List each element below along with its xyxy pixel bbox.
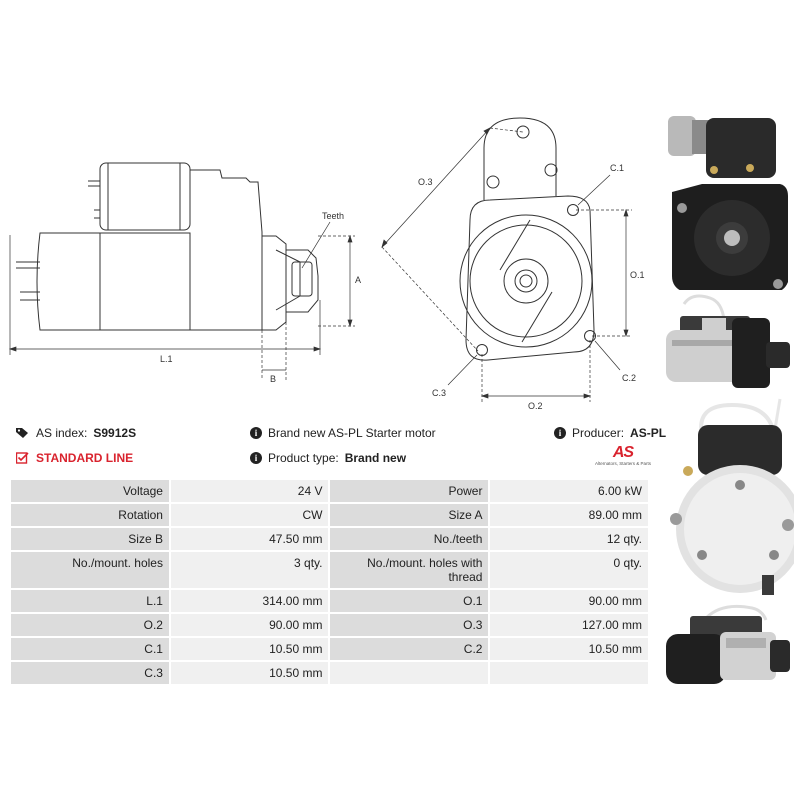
label-c1: C.1 — [610, 163, 624, 173]
info-icon: i — [250, 427, 262, 439]
spec-value: 0 qty. — [490, 552, 648, 588]
table-row: L.1 314.00 mm O.1 90.00 mm — [11, 590, 648, 612]
product-photo-side — [662, 290, 794, 398]
spec-value: 3 qty. — [170, 552, 329, 588]
product-photo-side-2 — [662, 598, 794, 690]
spec-value: 127.00 mm — [490, 614, 648, 636]
spec-value: 10.50 mm — [170, 662, 329, 684]
spec-label: Power — [330, 480, 489, 502]
spec-label-empty — [330, 662, 489, 684]
label-o2: O.2 — [528, 401, 543, 411]
product-photo-rear — [662, 395, 794, 607]
spec-label: C.2 — [330, 638, 489, 660]
spec-label: O.3 — [330, 614, 489, 636]
as-index-value: S9912S — [93, 426, 137, 440]
spec-value: 6.00 kW — [490, 480, 648, 502]
producer: i Producer: AS-PL — [554, 426, 666, 440]
product-type-value: Brand new — [344, 451, 407, 465]
spec-label: Size A — [330, 504, 489, 526]
spec-label: L.1 — [11, 590, 169, 612]
spec-value: 89.00 mm — [490, 504, 648, 526]
table-row: Voltage 24 V Power 6.00 kW — [11, 480, 648, 502]
spec-label: Rotation — [11, 504, 169, 526]
label-c3: C.3 — [432, 388, 446, 398]
spec-value: 10.50 mm — [170, 638, 329, 660]
spec-value: 314.00 mm — [170, 590, 329, 612]
spec-value: 90.00 mm — [490, 590, 648, 612]
logo-mark: AS — [612, 444, 634, 461]
spec-label: C.3 — [11, 662, 169, 684]
as-pl-logo: AS Alternators, Starters & Parts — [590, 445, 656, 471]
label-o1: O.1 — [630, 270, 645, 280]
label-c2: C.2 — [622, 373, 636, 383]
table-row: C.3 10.50 mm — [11, 662, 648, 684]
spec-label: No./teeth — [330, 528, 489, 550]
spec-value: 24 V — [170, 480, 329, 502]
table-row: O.2 90.00 mm O.3 127.00 mm — [11, 614, 648, 636]
spec-label: O.2 — [11, 614, 169, 636]
table-row: C.1 10.50 mm C.2 10.50 mm — [11, 638, 648, 660]
spec-table: Voltage 24 V Power 6.00 kW Rotation CW S… — [9, 478, 650, 686]
spec-label: C.1 — [11, 638, 169, 660]
producer-label: Producer: — [572, 426, 625, 440]
table-row: Rotation CW Size A 89.00 mm — [11, 504, 648, 526]
spec-value: 10.50 mm — [490, 638, 648, 660]
spec-label: No./mount. holes — [11, 552, 169, 588]
checkbox-icon — [16, 452, 29, 464]
table-row: Size B 47.50 mm No./teeth 12 qty. — [11, 528, 648, 550]
info-icon: i — [554, 427, 566, 439]
side-view — [16, 162, 319, 331]
info-icon: i — [250, 452, 262, 464]
standard-line: STANDARD LINE — [16, 451, 133, 465]
product-type-label: Product type: — [268, 451, 339, 465]
spec-value: 12 qty. — [490, 528, 648, 550]
spec-value: CW — [170, 504, 329, 526]
producer-value: AS-PL — [630, 426, 667, 440]
dimension-lines — [8, 221, 355, 380]
table-row: No./mount. holes 3 qty. No./mount. holes… — [11, 552, 648, 588]
logo-tagline: Alternators, Starters & Parts — [594, 461, 652, 466]
as-index: AS index: S9912S — [16, 426, 136, 440]
brand-text: Brand new AS-PL Starter motor — [268, 426, 436, 440]
front-dimension-lines — [381, 127, 632, 402]
tag-icon — [16, 428, 28, 438]
spec-label: Size B — [11, 528, 169, 550]
spec-label: Voltage — [11, 480, 169, 502]
label-b: B — [270, 374, 276, 384]
brand-info: i Brand new AS-PL Starter motor — [250, 426, 436, 440]
label-l1: L.1 — [160, 354, 173, 364]
label-a: A — [355, 275, 361, 285]
front-view — [459, 117, 596, 361]
spec-label: O.1 — [330, 590, 489, 612]
as-index-label: AS index: — [36, 426, 88, 440]
product-type: i Product type: Brand new — [250, 451, 406, 465]
product-photo-front — [662, 112, 794, 298]
spec-value: 90.00 mm — [170, 614, 329, 636]
spec-value: 47.50 mm — [170, 528, 329, 550]
technical-drawing: Teeth A B L.1 — [8, 117, 645, 411]
spec-value-empty — [490, 662, 648, 684]
standard-line-label: STANDARD LINE — [36, 451, 134, 465]
label-teeth: Teeth — [322, 211, 344, 221]
label-o3: O.3 — [418, 177, 433, 187]
spec-label: No./mount. holes with thread — [330, 552, 489, 588]
